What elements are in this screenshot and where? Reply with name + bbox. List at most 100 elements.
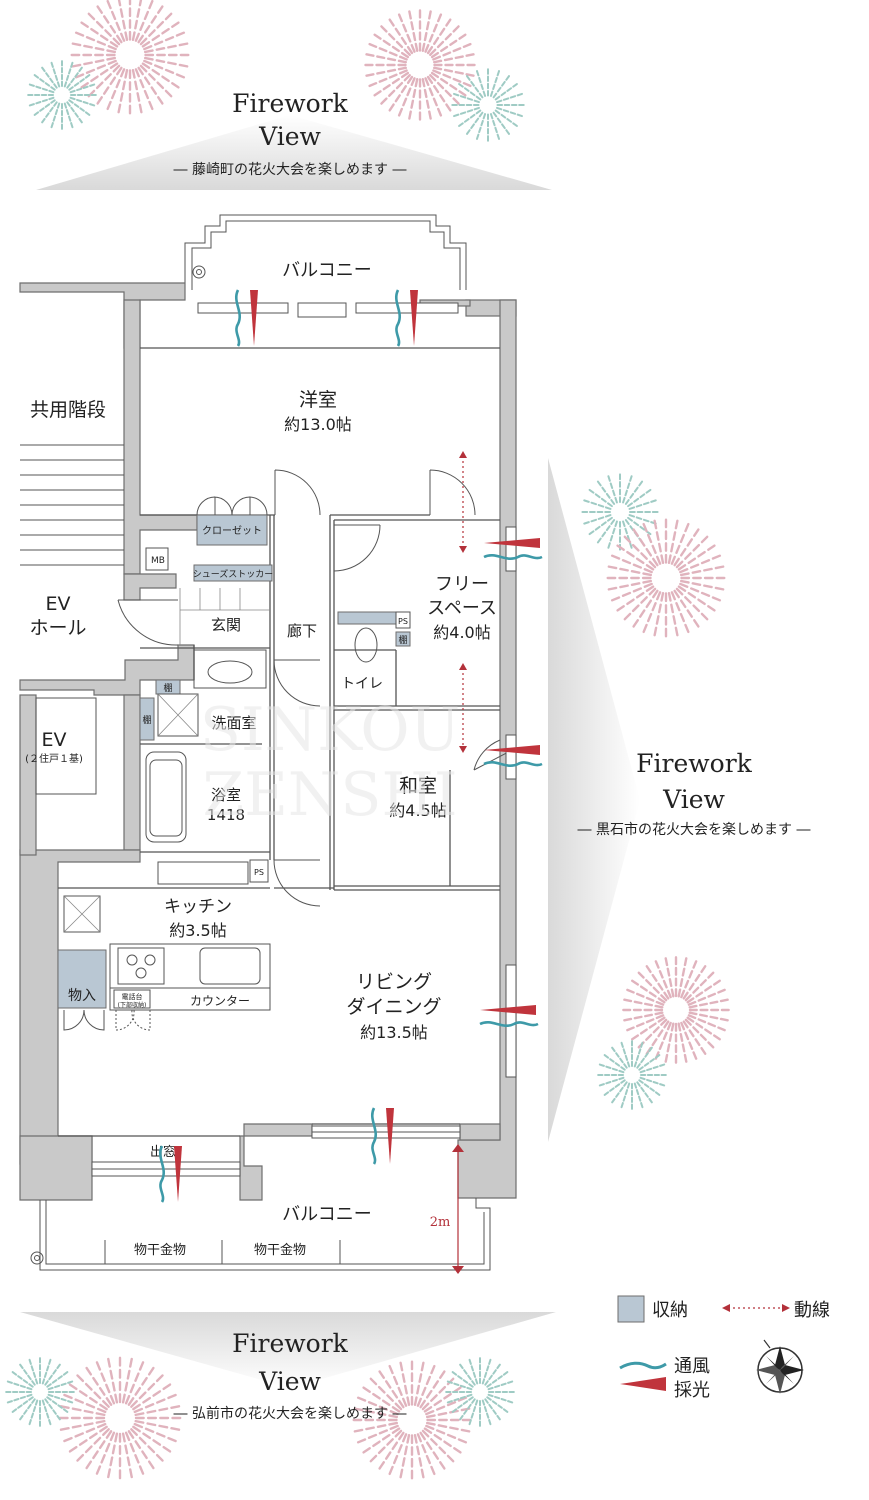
shoe-storage — [193, 564, 273, 582]
kitchen-sink — [199, 947, 261, 985]
wind-mark-1 — [235, 289, 241, 347]
firework-burst-9 — [58, 1356, 182, 1480]
entrance-floor-lines — [179, 588, 270, 645]
bottom-view-title-1: Firework — [232, 1329, 348, 1358]
label-ev-hall-1: EV — [45, 593, 70, 615]
label-bay-window: 出窓 — [150, 1144, 176, 1160]
label-balcony-bottom: バルコニー — [282, 1204, 372, 1225]
label-bathroom: 浴室 — [211, 786, 241, 804]
firework-burst-7 — [622, 956, 730, 1064]
wall-mb — [123, 573, 177, 601]
windows — [91, 302, 517, 1177]
label-shoe-storage: シューズストッカー — [193, 568, 274, 580]
label-hanger-2: 物干金物 — [254, 1242, 306, 1258]
bathtub — [145, 751, 187, 843]
label-balcony-top: バルコニー — [282, 260, 372, 281]
phone-stand — [113, 989, 151, 1009]
wind-mark-h-2 — [483, 761, 543, 767]
kitchen-back-counter — [157, 861, 249, 885]
firework-burst-1 — [70, 0, 190, 115]
toilet-shelf-storage — [337, 611, 397, 625]
label-ev-note: (２住戸１基) — [25, 752, 83, 765]
label-phone-stand-2: (下部収納) — [118, 1001, 147, 1009]
washroom-shelf-storage-2 — [139, 697, 155, 741]
right-view-title-2: View — [662, 785, 725, 814]
ps-box-2 — [249, 859, 269, 883]
wind-mark-2 — [395, 289, 401, 347]
bottom-balcony-inner — [45, 1200, 485, 1265]
wind-mark-h-1 — [483, 554, 543, 560]
label-living-1: リビング — [356, 971, 432, 993]
compass-icon — [756, 1339, 804, 1394]
legend-light-label: 採光 — [674, 1380, 710, 1401]
fireworks-decoration — [5, 0, 730, 1480]
wall-left-upper — [123, 299, 198, 575]
phone-stand-door[interactable] — [115, 1009, 151, 1031]
label-corridor: 廊下 — [287, 622, 317, 640]
free-space-inner-door[interactable] — [333, 524, 381, 572]
firework-burst-5 — [581, 473, 659, 551]
storage-closet — [57, 949, 107, 1009]
top-balcony-outline — [184, 214, 467, 290]
drain-icon-2 — [30, 1251, 44, 1265]
light-mark-3 — [386, 1108, 394, 1164]
firework-burst-12 — [445, 1357, 515, 1427]
legend-storage-label: 収納 — [652, 1300, 688, 1321]
label-ps-2: PS — [254, 868, 264, 877]
storage-door[interactable] — [63, 1009, 105, 1031]
label-free-space-2: スペース — [427, 598, 497, 619]
label-shelf-2: 棚 — [163, 682, 172, 694]
wind-light-marks — [159, 289, 543, 1203]
kitchen-door[interactable] — [273, 859, 321, 907]
label-depth: 2m — [430, 1215, 451, 1230]
free-space-door[interactable] — [429, 469, 476, 516]
firework-burst-3 — [364, 9, 476, 121]
label-entrance: 玄関 — [211, 616, 241, 634]
label-western-room: 洋室 — [299, 389, 337, 411]
wall-bottom-mid — [239, 1123, 313, 1201]
view-fan-bottom — [20, 1312, 556, 1388]
wall-bottom-left — [19, 1135, 93, 1201]
ps-box-1 — [395, 611, 411, 629]
label-kitchen: キッチン — [164, 897, 232, 917]
label-western-room-size: 約13.0帖 — [284, 415, 352, 434]
entrance-door[interactable] — [117, 599, 179, 646]
firework-burst-4 — [451, 68, 525, 142]
stove-box — [117, 947, 165, 985]
label-kitchen-size: 約3.5帖 — [169, 921, 226, 940]
label-ev-hall-2: ホール — [29, 617, 86, 639]
light-mark-2 — [410, 290, 418, 346]
label-shelf-3: 棚 — [142, 714, 151, 726]
label-common-stairs: 共用階段 — [30, 399, 106, 421]
common-stairs-steps — [20, 444, 124, 566]
legend-wind-label: 通風 — [674, 1356, 710, 1377]
label-closet: クローゼット — [202, 525, 262, 537]
wall-ev-shaft — [19, 694, 37, 856]
label-washroom: 洗面室 — [211, 714, 256, 732]
label-hanger-1: 物干金物 — [134, 1242, 186, 1258]
watermark-line-1: SINKOU — [200, 695, 460, 765]
burner-icon — [126, 954, 138, 966]
label-phone-stand-1: 電話台 — [122, 992, 143, 1001]
firework-burst-2 — [27, 60, 97, 130]
label-bathroom-size: 1418 — [207, 806, 245, 824]
label-toilet: トイレ — [341, 676, 383, 692]
western-room-door[interactable] — [274, 469, 321, 516]
wind-mark-4 — [159, 1145, 165, 1203]
washroom-door[interactable] — [273, 659, 321, 707]
view-fan-top — [36, 115, 552, 190]
label-storage: 物入 — [68, 988, 96, 1004]
toilet-bowl-icon — [354, 627, 378, 663]
top-view-title-2: View — [258, 122, 321, 151]
label-living-2: ダイニング — [346, 996, 441, 1018]
firework-burst-8 — [597, 1040, 667, 1110]
bottom-balcony-outline — [39, 1198, 491, 1271]
top-view-subtitle: ― 藤崎町の花火大会を楽しめます ― — [174, 162, 407, 178]
closet-storage — [196, 514, 268, 546]
light-mark-h-3 — [480, 1005, 536, 1015]
watermark-line-2: ZENSHI — [202, 760, 457, 830]
closet-door[interactable] — [196, 496, 268, 516]
label-mb: MB — [151, 556, 165, 566]
legend-storage-swatch — [617, 1295, 645, 1323]
